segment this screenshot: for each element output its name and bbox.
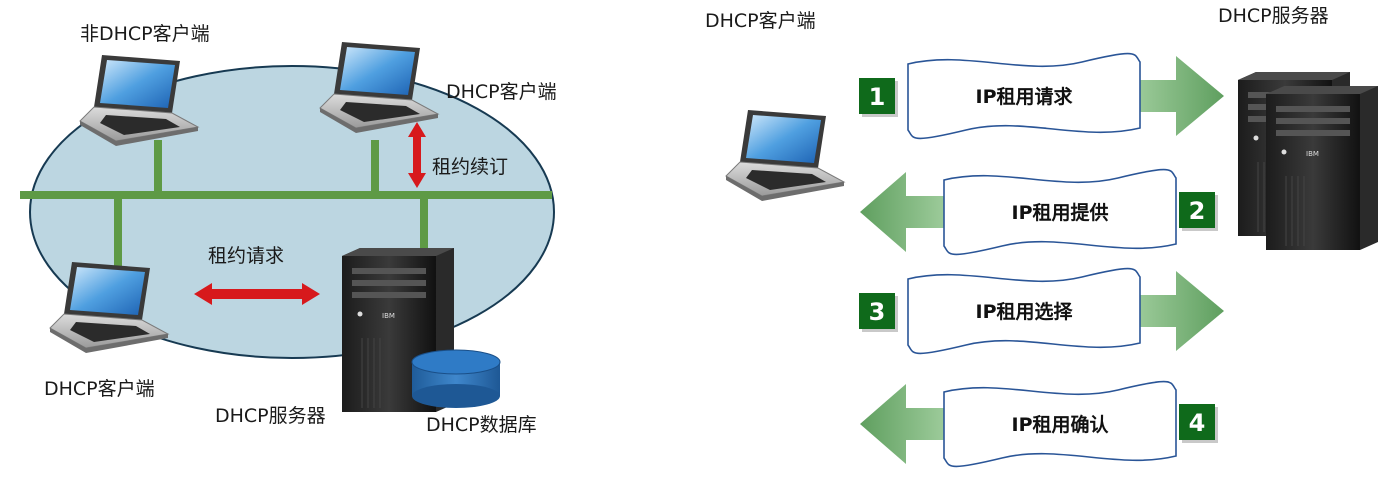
scroll-banner [907, 267, 1141, 355]
server-tower-icon [1237, 71, 1379, 251]
step-number: 1 [869, 83, 886, 111]
flow-step: IP租用选择 3 [859, 267, 1224, 355]
database-label: DHCP数据库 [426, 414, 537, 436]
left-network-diagram: 非DHCP客户端 DHCP客户端 租约续订 租约请求 DHCP客户端 DHCP服… [20, 23, 557, 436]
request-arrow [194, 283, 320, 305]
client-top-label: 非DHCP客户端 [80, 23, 210, 45]
flow-step: IP租用请求 1 [859, 52, 1224, 140]
step-badge [859, 293, 895, 329]
client-right-label: DHCP客户端 [446, 81, 557, 103]
arrow-right-icon [1120, 271, 1224, 351]
scroll-banner [943, 380, 1177, 468]
step-badge [1179, 192, 1215, 228]
scroll-banner [943, 168, 1177, 256]
request-label: 租约请求 [208, 245, 284, 267]
flow-step: IP租用确认 4 [860, 380, 1218, 468]
step-text: IP租用请求 [976, 85, 1074, 108]
scroll-banner [907, 52, 1141, 140]
renewal-label: 租约续订 [432, 156, 508, 178]
step-number: 4 [1189, 409, 1206, 437]
step-text: IP租用确认 [1012, 413, 1109, 436]
arrow-right-icon [1120, 56, 1224, 136]
renewal-arrow [408, 122, 426, 188]
network-bus [20, 140, 552, 268]
arrow-left-icon [860, 172, 960, 252]
arrow-left-icon [860, 384, 960, 464]
step-badge [859, 78, 895, 114]
step-text: IP租用提供 [1012, 201, 1109, 224]
step-number: 2 [1189, 197, 1206, 225]
client-bottom-label: DHCP客户端 [44, 378, 155, 400]
flow-server-label: DHCP服务器 [1218, 5, 1329, 27]
step-badge [1179, 404, 1215, 440]
flow-client-label: DHCP客户端 [705, 10, 816, 32]
database-icon [411, 349, 501, 408]
step-number: 3 [869, 298, 886, 326]
step-text: IP租用选择 [976, 301, 1074, 323]
laptop-icon [725, 109, 845, 202]
flow-step: IP租用提供 2 [860, 168, 1218, 256]
server-label: DHCP服务器 [215, 405, 326, 427]
